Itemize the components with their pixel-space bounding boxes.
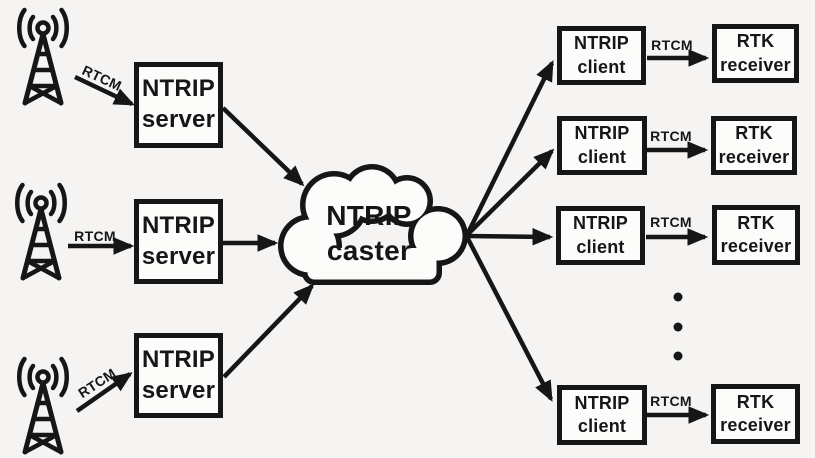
- ntrip-client-box-2: NTRIP client: [557, 116, 647, 175]
- cloud-shape: [278, 164, 468, 285]
- rtk-receiver-box-2: RTK receiver: [711, 116, 797, 175]
- cloud-label-line: caster: [326, 235, 412, 266]
- ntrip-server-box-3: NTRIP server: [134, 333, 223, 418]
- antenna-tower-icon: [19, 359, 67, 452]
- box-label-line: RTK: [737, 212, 775, 233]
- arrow-antenna1-to-server1: [74, 74, 135, 107]
- box-label-line: NTRIP: [142, 345, 215, 373]
- arrow-caster-to-client4: [465, 235, 553, 402]
- antenna-tower-icon: [19, 10, 67, 103]
- arrow-server3-to-caster: [222, 283, 315, 379]
- ellipsis-dots: [673, 292, 683, 361]
- rtcm-label-antenna2: RTCM: [74, 228, 116, 244]
- cloud-label-line: NTRIP: [326, 200, 412, 231]
- box-label-line: client: [577, 146, 627, 167]
- ntrip-server-box-2: NTRIP server: [134, 199, 223, 284]
- box-label-line: RTK: [736, 391, 775, 412]
- rtcm-label-row2: RTCM: [650, 128, 692, 144]
- arrow-caster-to-client2: [465, 148, 555, 237]
- box-label-line: NTRIP: [574, 33, 629, 54]
- rtk-receiver-box-4: RTK receiver: [711, 384, 800, 444]
- arrow-server1-to-caster: [221, 106, 305, 187]
- box-label-line: RTK: [735, 123, 773, 144]
- box-label-line: client: [577, 56, 626, 77]
- arrow-antenna3-to-server3: [75, 372, 133, 413]
- box-label-line: NTRIP: [574, 123, 630, 144]
- rtk-receiver-box-3: RTK receiver: [712, 205, 800, 265]
- ntrip-client-box-3: NTRIP client: [556, 206, 645, 265]
- rtcm-label-row4: RTCM: [650, 393, 692, 409]
- ntrip-server-box-1: NTRIP server: [134, 62, 223, 148]
- rtk-receiver-box-1: RTK receiver: [712, 24, 799, 83]
- box-label-line: client: [576, 236, 625, 257]
- ntrip-client-box-1: NTRIP client: [557, 26, 646, 85]
- ntrip-caster-label: NTRIP caster: [280, 198, 458, 268]
- box-label-line: server: [141, 106, 216, 133]
- box-label-line: NTRIP: [142, 211, 215, 239]
- box-label-line: NTRIP: [574, 392, 630, 413]
- box-label-line: NTRIP: [142, 75, 215, 103]
- box-label-line: server: [141, 242, 216, 270]
- box-label-line: NTRIP: [573, 213, 628, 234]
- antenna-tower-icon: [17, 185, 65, 278]
- rtcm-label-row3: RTCM: [650, 214, 692, 230]
- arrow-caster-to-client1: [464, 60, 555, 236]
- box-label-line: receiver: [720, 236, 792, 256]
- box-label-line: receiver: [720, 415, 791, 435]
- box-label-line: server: [141, 376, 216, 404]
- box-label-line: RTK: [736, 31, 775, 52]
- box-label-line: receiver: [720, 54, 791, 75]
- rtcm-label-row1: RTCM: [651, 37, 693, 53]
- arrow-caster-to-client3: [466, 227, 554, 246]
- ntrip-client-box-4: NTRIP client: [557, 385, 647, 445]
- box-label-line: receiver: [718, 146, 790, 167]
- box-label-line: client: [577, 416, 627, 436]
